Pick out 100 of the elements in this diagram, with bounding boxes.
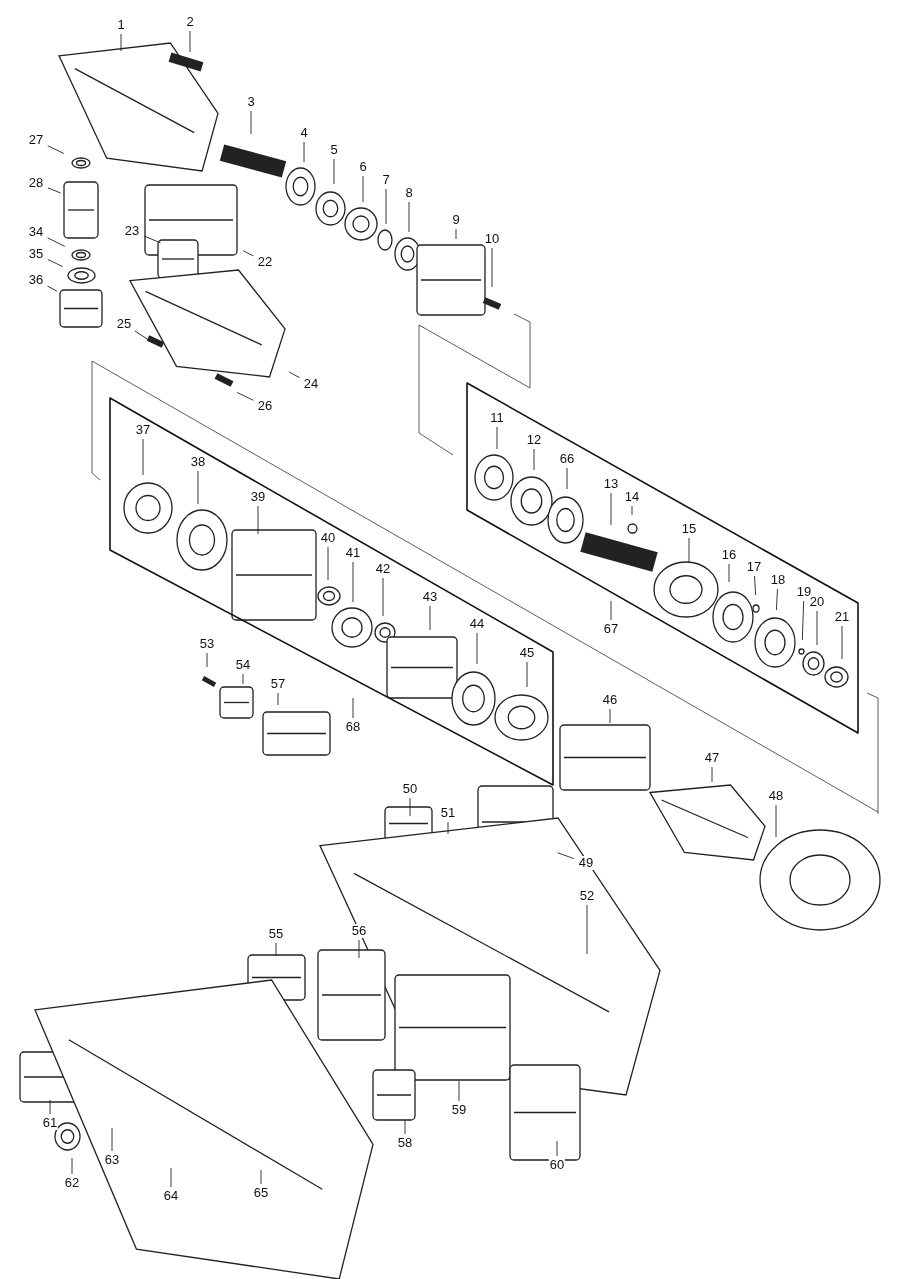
callout-number: 34 bbox=[27, 225, 45, 239]
leader-line bbox=[775, 588, 778, 611]
leader-line bbox=[303, 141, 305, 163]
leader-line bbox=[49, 1099, 51, 1115]
callout-number: 68 bbox=[344, 720, 362, 734]
callout-number: 36 bbox=[27, 273, 45, 287]
parts-panel bbox=[465, 381, 861, 735]
callout-number: 63 bbox=[103, 1153, 121, 1167]
leader-line bbox=[455, 228, 457, 240]
callout-number: 67 bbox=[602, 622, 620, 636]
callout-number: 5 bbox=[329, 143, 339, 157]
callout-number: 1 bbox=[116, 18, 126, 32]
leader-line bbox=[557, 852, 575, 860]
callout-number: 18 bbox=[769, 573, 787, 587]
leader-line bbox=[728, 563, 730, 583]
callout-number: 44 bbox=[468, 617, 486, 631]
callout-number: 42 bbox=[374, 562, 392, 576]
callout-number: 28 bbox=[27, 176, 45, 190]
callout-number: 26 bbox=[256, 399, 274, 413]
leader-line bbox=[242, 673, 244, 685]
callout-number: 55 bbox=[267, 927, 285, 941]
leader-line bbox=[609, 708, 611, 724]
leader-line bbox=[197, 470, 199, 505]
leader-line bbox=[275, 942, 277, 957]
callout-number: 6 bbox=[358, 160, 368, 174]
leader-line bbox=[327, 546, 329, 581]
callout-number: 22 bbox=[256, 255, 274, 269]
leader-line bbox=[566, 467, 568, 490]
callout-number: 17 bbox=[745, 560, 763, 574]
callout-number: 60 bbox=[548, 1158, 566, 1172]
leader-line bbox=[47, 145, 65, 154]
leader-line bbox=[352, 561, 354, 603]
callout-number: 54 bbox=[234, 658, 252, 672]
leader-line bbox=[242, 250, 254, 257]
callout-number: 4 bbox=[299, 126, 309, 140]
leader-line bbox=[447, 821, 449, 835]
leader-line bbox=[841, 625, 843, 660]
leader-line bbox=[711, 766, 713, 783]
callout-number: 35 bbox=[27, 247, 45, 261]
leader-line bbox=[382, 577, 384, 617]
callout-number: 47 bbox=[703, 751, 721, 765]
callout-number: 10 bbox=[483, 232, 501, 246]
callout-number: 61 bbox=[41, 1116, 59, 1130]
callout-number: 64 bbox=[162, 1189, 180, 1203]
leader-line bbox=[333, 158, 335, 185]
callout-number: 49 bbox=[577, 856, 595, 870]
callout-number: 53 bbox=[198, 637, 216, 651]
leader-line bbox=[362, 175, 364, 203]
leader-line bbox=[476, 632, 478, 665]
leader-line bbox=[631, 505, 633, 516]
callout-number: 50 bbox=[401, 782, 419, 796]
leader-line bbox=[120, 33, 122, 52]
callout-number: 65 bbox=[252, 1186, 270, 1200]
leader-line bbox=[586, 904, 588, 955]
leader-line bbox=[189, 30, 191, 53]
leader-line bbox=[170, 1167, 172, 1188]
callout-number: 41 bbox=[344, 546, 362, 560]
leader-line bbox=[358, 939, 360, 959]
leader-line bbox=[408, 201, 410, 233]
callout-number: 27 bbox=[27, 133, 45, 147]
leader-line bbox=[610, 600, 612, 621]
callout-number: 48 bbox=[767, 789, 785, 803]
callout-number: 51 bbox=[439, 806, 457, 820]
callout-number: 59 bbox=[450, 1103, 468, 1117]
leader-line bbox=[143, 235, 162, 244]
callout-number: 14 bbox=[623, 490, 641, 504]
leader-line bbox=[775, 804, 777, 838]
leader-line bbox=[526, 661, 528, 688]
callout-number: 62 bbox=[63, 1176, 81, 1190]
callout-number: 38 bbox=[189, 455, 207, 469]
callout-number: 20 bbox=[808, 595, 826, 609]
callout-number: 3 bbox=[246, 95, 256, 109]
callout-number: 25 bbox=[115, 317, 133, 331]
callout-number: 12 bbox=[525, 433, 543, 447]
leader-line bbox=[352, 697, 354, 719]
callout-number: 8 bbox=[404, 186, 414, 200]
leader-line bbox=[260, 1169, 262, 1185]
leader-line bbox=[533, 448, 535, 471]
leader-line bbox=[385, 188, 387, 225]
leader-line bbox=[409, 797, 411, 817]
callout-number: 16 bbox=[720, 548, 738, 562]
leader-line bbox=[801, 600, 805, 641]
callout-number: 57 bbox=[269, 677, 287, 691]
callout-number: 39 bbox=[249, 490, 267, 504]
callout-number: 21 bbox=[833, 610, 851, 624]
leader-line bbox=[250, 110, 252, 135]
leader-line bbox=[688, 537, 690, 563]
callout-number: 7 bbox=[381, 173, 391, 187]
callout-number: 11 bbox=[489, 411, 505, 425]
leader-line bbox=[491, 247, 493, 288]
callout-number: 13 bbox=[602, 477, 620, 491]
callout-number: 24 bbox=[302, 377, 320, 391]
leader-line bbox=[754, 575, 757, 596]
callout-number: 52 bbox=[578, 889, 596, 903]
callout-number: 23 bbox=[123, 224, 141, 238]
callout-number: 66 bbox=[558, 452, 576, 466]
callout-number: 58 bbox=[396, 1136, 414, 1150]
leader-line bbox=[816, 610, 818, 646]
leader-line bbox=[277, 692, 279, 706]
leader-line bbox=[142, 438, 144, 476]
